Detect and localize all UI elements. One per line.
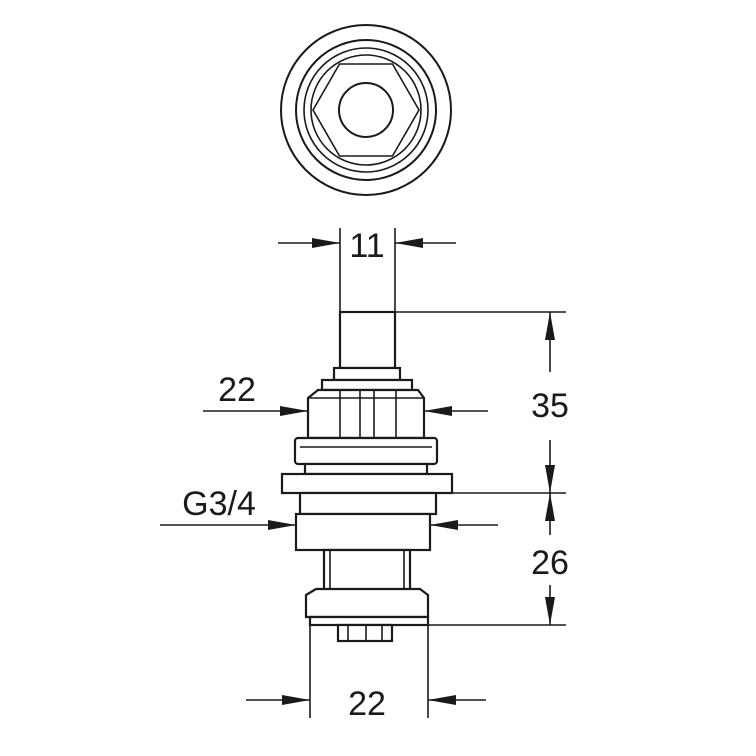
lower-body (322, 548, 412, 594)
hex-nut (306, 388, 426, 440)
top-view (280, 24, 452, 196)
bottom-seal (308, 615, 430, 627)
dimension-height-lower: 26 (428, 493, 569, 626)
dimension-hex-size: 22 (203, 371, 488, 416)
ring-spacer (303, 462, 429, 476)
dim-label-top-width: 11 (349, 227, 384, 265)
thread-upper (298, 491, 438, 516)
thread-section (294, 512, 432, 552)
dimension-height-upper: 35 (395, 311, 569, 494)
spindle-neck (332, 366, 402, 382)
valve-side-view (280, 310, 454, 643)
flange (280, 472, 454, 495)
dimension-bottom-width: 22 (246, 625, 486, 723)
bottom-cone (304, 587, 430, 619)
sealing-ring (293, 436, 439, 466)
dim-label-bottom-width: 22 (348, 685, 386, 723)
spindle (338, 310, 397, 370)
spindle-collar (320, 378, 414, 392)
dimension-top-width: 11 (278, 227, 456, 312)
dim-label-height-upper: 35 (531, 387, 569, 425)
dimension-thread: G3/4 (160, 485, 498, 530)
dim-label-thread: G3/4 (182, 485, 256, 523)
dim-label-hex-size: 22 (218, 371, 256, 409)
dim-label-height-lower: 26 (531, 544, 569, 582)
bottom-nut (336, 623, 394, 643)
